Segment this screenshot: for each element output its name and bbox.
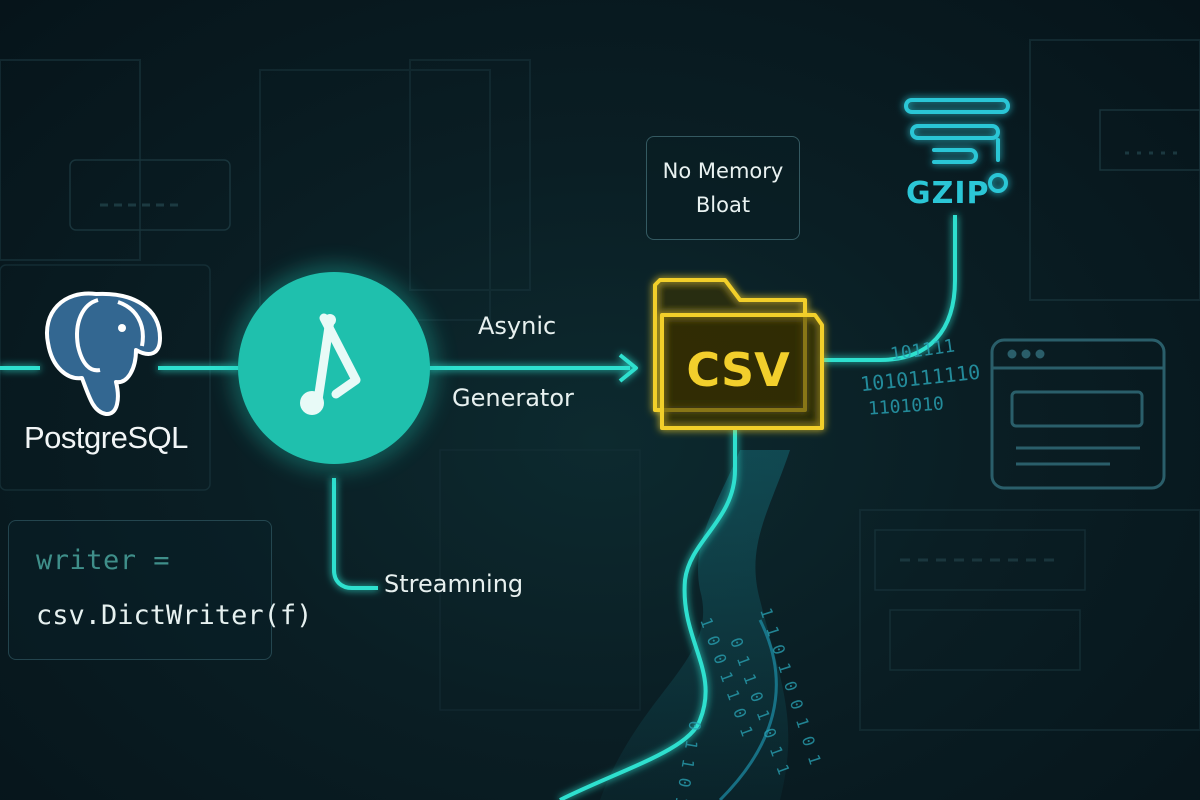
edge-label-streaming: Streamning — [384, 570, 524, 598]
code-line-1: writer = — [36, 545, 171, 576]
generator-icon — [313, 313, 361, 405]
browser-window-icon — [990, 338, 1166, 490]
csv-folder-icon — [653, 278, 824, 430]
postgresql-elephant-icon — [44, 291, 162, 416]
async-node — [230, 264, 438, 472]
edge-label-async: Asynic — [478, 312, 557, 340]
data-stream-river — [559, 430, 790, 800]
csv-label: CSV — [686, 343, 790, 397]
code-line-2: csv.DictWriter(f) — [36, 600, 313, 631]
no-memory-bloat-note: No Memory Bloat — [646, 136, 800, 240]
code-snippet-panel — [8, 520, 272, 660]
gzip-label: GZIP — [906, 176, 990, 211]
note-line2: Bloat — [695, 193, 751, 217]
edge-label-generator: Generator — [452, 384, 574, 412]
note-line1: No Memory — [662, 159, 784, 183]
flow-lines — [0, 215, 957, 590]
postgresql-label: PostgreSQL — [24, 420, 188, 455]
gzip-icon — [904, 98, 1010, 193]
